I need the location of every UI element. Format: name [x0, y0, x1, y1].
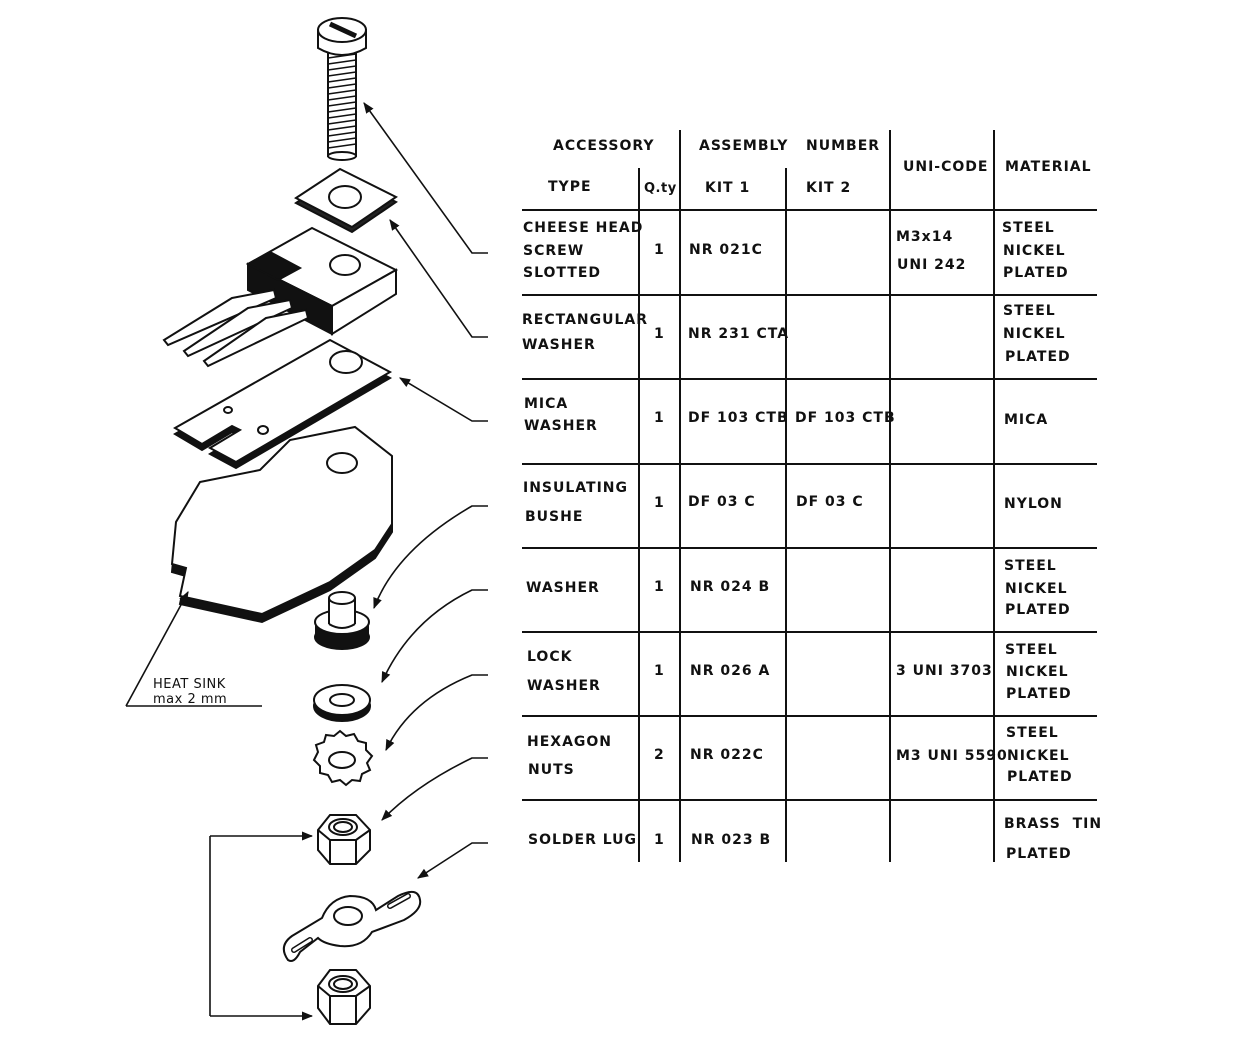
- table-rule: [522, 209, 1097, 211]
- header-kit2: KIT 2: [806, 180, 852, 196]
- table-rule: [889, 130, 891, 862]
- row1-type-line1: CHEESE HEAD: [523, 220, 644, 236]
- row8-type-line1: SOLDER LUG: [528, 832, 638, 848]
- row3-type-line2: WASHER: [524, 418, 598, 434]
- table-rule: [522, 463, 1097, 465]
- row7-uni-line1: M3 UNI 5590: [896, 748, 1008, 764]
- table-rule: [785, 168, 787, 862]
- table-rule: [679, 130, 681, 862]
- header-accessory: ACCESSORY: [553, 138, 655, 154]
- row6-uni-line1: 3 UNI 3703: [896, 663, 993, 679]
- row2-type-line1: RECTANGULAR: [522, 312, 649, 328]
- row4-kit1: DF 03 C: [688, 494, 756, 510]
- row7-qty: 2: [654, 747, 665, 763]
- row5-type-line1: WASHER: [526, 580, 600, 596]
- row7-material-line3: PLATED: [1007, 769, 1073, 785]
- row6-material-line2: NICKEL: [1006, 664, 1069, 680]
- row7-type-line2: NUTS: [528, 762, 575, 778]
- row2-material-line1: STEEL: [1003, 303, 1056, 319]
- row2-type-line2: WASHER: [522, 337, 596, 353]
- row4-type-line1: INSULATING: [523, 480, 629, 496]
- table-rule: [522, 631, 1097, 633]
- table-rule: [522, 715, 1097, 717]
- row3-type-line1: MICA: [524, 396, 569, 412]
- row7-material-line1: STEEL: [1006, 725, 1059, 741]
- row7-material-line2: NICKEL: [1007, 748, 1070, 764]
- row4-kit2: DF 03 C: [796, 494, 864, 510]
- row3-material-line1: MICA: [1004, 412, 1049, 428]
- table-rule: [522, 799, 1097, 801]
- row8-kit1: NR 023 B: [691, 832, 772, 848]
- row1-type-line2: SCREW: [523, 243, 585, 259]
- table-rule: [522, 378, 1097, 380]
- heat-sink-note: max 2 mm: [153, 692, 228, 707]
- transistor-part: [162, 226, 399, 368]
- row5-kit1: NR 024 B: [690, 579, 771, 595]
- heat-sink-label: HEAT SINK: [153, 677, 226, 692]
- row1-type-line3: SLOTTED: [523, 265, 602, 281]
- lock-washer-part: [312, 729, 374, 787]
- hexagon-nut-lower-part: [317, 969, 371, 1025]
- header-material: MATERIAL: [1005, 159, 1092, 175]
- table-rule: [522, 547, 1097, 549]
- table-rule: [522, 294, 1097, 296]
- row6-material-line1: STEEL: [1005, 642, 1058, 658]
- row3-kit2: DF 103 CTB: [795, 410, 896, 426]
- row8-material-line2: PLATED: [1006, 846, 1072, 862]
- row4-material-line1: NYLON: [1004, 496, 1063, 512]
- row8-qty: 1: [654, 832, 665, 848]
- row1-material-line2: NICKEL: [1003, 243, 1066, 259]
- row3-kit1: DF 103 CTB: [688, 410, 789, 426]
- heat-sink-part: [170, 425, 393, 624]
- header-type: TYPE: [548, 179, 592, 195]
- row6-kit1: NR 026 A: [690, 663, 771, 679]
- row8-material-line1: BRASS TIN: [1004, 816, 1103, 832]
- row4-type-line2: BUSHE: [525, 509, 584, 525]
- row6-type-line2: WASHER: [527, 678, 601, 694]
- insulating-bush-part: [314, 591, 370, 650]
- header-assembly-number: ASSEMBLY NUMBER: [699, 138, 881, 154]
- washer-part: [313, 684, 371, 722]
- header-uni-code: UNI-CODE: [903, 159, 989, 175]
- row7-kit1: NR 022C: [690, 747, 764, 763]
- row1-qty: 1: [654, 242, 665, 258]
- row2-material-line2: NICKEL: [1003, 326, 1066, 342]
- cheese-head-screw-part: [317, 17, 367, 161]
- row6-qty: 1: [654, 663, 665, 679]
- table-rule: [638, 168, 640, 862]
- row5-qty: 1: [654, 579, 665, 595]
- row5-material-line2: NICKEL: [1005, 581, 1068, 597]
- solder-lug-part: [282, 890, 422, 962]
- header-kit1: KIT 1: [705, 180, 751, 196]
- row5-material-line1: STEEL: [1004, 558, 1057, 574]
- row1-material-line1: STEEL: [1002, 220, 1055, 236]
- row1-material-line3: PLATED: [1003, 265, 1069, 281]
- row4-qty: 1: [654, 495, 665, 511]
- rectangular-washer-part: [294, 167, 398, 234]
- row2-kit1: NR 231 CTA: [688, 326, 790, 342]
- row1-uni-line2: UNI 242: [897, 257, 967, 273]
- row2-material-line3: PLATED: [1005, 349, 1071, 365]
- row7-type-line1: HEXAGON: [527, 734, 613, 750]
- row6-material-line3: PLATED: [1006, 686, 1072, 702]
- mica-washer-part: [173, 338, 393, 470]
- row2-qty: 1: [654, 326, 665, 342]
- row3-qty: 1: [654, 410, 665, 426]
- row1-kit1: NR 021C: [689, 242, 763, 258]
- table-rule: [993, 130, 995, 862]
- header-qty: Q.ty: [644, 181, 677, 196]
- row5-material-line3: PLATED: [1005, 602, 1071, 618]
- hexagon-nut-upper-part: [317, 814, 371, 865]
- row6-type-line1: LOCK: [527, 649, 573, 665]
- row1-uni-line1: M3x14: [896, 229, 954, 245]
- leader-lines: [125, 102, 488, 1021]
